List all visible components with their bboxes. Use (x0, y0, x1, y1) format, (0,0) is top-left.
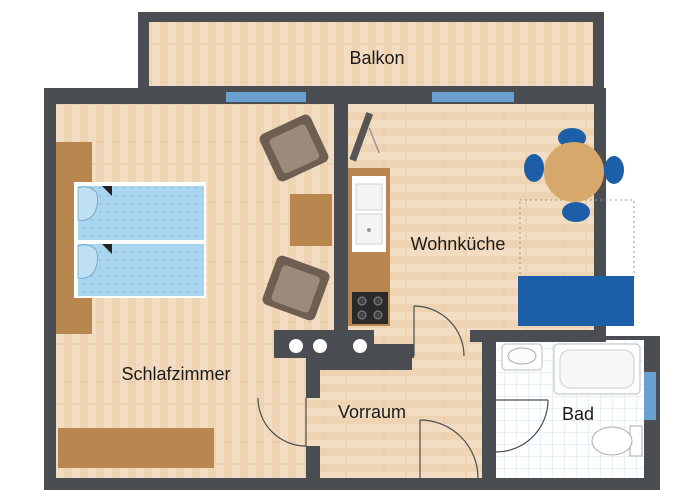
armchair-top (259, 114, 329, 182)
room-label-schlafzimmer: Schlafzimmer (121, 364, 230, 384)
tv (349, 112, 380, 162)
windows (226, 92, 656, 420)
desk (290, 194, 332, 246)
wall-outlets (289, 339, 367, 353)
sofa (518, 276, 634, 326)
balkon (138, 12, 604, 90)
room-label-wohnkueche: Wohnküche (411, 234, 506, 254)
sink (501, 343, 543, 371)
armchair-bottom (262, 255, 330, 321)
bathtub (553, 343, 641, 395)
kitchen-counter (348, 168, 390, 326)
vorraum-floor (306, 356, 482, 478)
toilet (591, 425, 643, 457)
room-label-bad: Bad (562, 404, 594, 424)
dining-set (519, 128, 635, 279)
room-label-balkon: Balkon (349, 48, 404, 68)
wardrobe (58, 428, 214, 468)
bed (56, 142, 206, 334)
room-label-vorraum: Vorraum (338, 402, 406, 422)
doors (257, 305, 549, 479)
